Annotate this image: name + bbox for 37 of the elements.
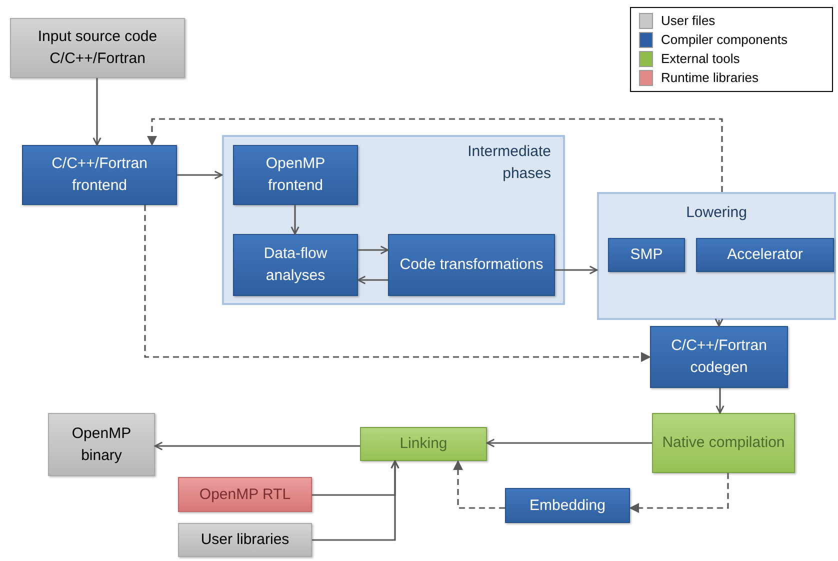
arrow — [177, 170, 223, 180]
arrow — [716, 388, 724, 414]
library-box: OpenMP RTL — [178, 477, 312, 512]
file-box: Input source code C/C++/Fortran — [10, 18, 185, 78]
file-box: OpenMP binary — [48, 413, 155, 476]
legend-label: Compiler components — [661, 31, 788, 49]
component-box: C/C++/Fortran frontend — [22, 145, 177, 205]
component-box: C/C++/Fortran codegen — [650, 326, 788, 388]
arrow — [486, 438, 652, 448]
file-box: User libraries — [178, 523, 312, 557]
tool-box: Native compilation — [652, 413, 795, 473]
group-title: Lowering — [686, 203, 747, 223]
component-box: SMP — [608, 238, 685, 272]
phase-group — [597, 192, 836, 320]
legend-label: External tools — [661, 50, 740, 68]
component-box: Code transformations — [388, 234, 555, 296]
component-box: Embedding — [505, 488, 630, 523]
legend-label: User files — [661, 12, 716, 30]
dashed-arrow — [147, 118, 723, 192]
group-title: Intermediate phases — [466, 142, 551, 184]
component-box: Data-flow analyses — [233, 234, 358, 296]
arrow — [714, 318, 724, 327]
dashed-arrow — [629, 473, 729, 513]
component-box: Accelerator — [696, 238, 834, 272]
legend-label: Runtime libraries — [661, 69, 759, 87]
arrow — [290, 205, 300, 235]
component-box: OpenMP frontend — [233, 145, 358, 205]
dashed-arrow — [144, 205, 651, 362]
arrow — [92, 78, 102, 146]
phase-group — [222, 135, 565, 305]
arrow — [154, 442, 360, 450]
arrow — [555, 266, 598, 274]
arrow — [358, 246, 389, 254]
tool-box: Linking — [360, 427, 487, 461]
dashed-arrow — [453, 460, 505, 509]
arrow — [312, 460, 400, 541]
arrow — [357, 276, 388, 284]
